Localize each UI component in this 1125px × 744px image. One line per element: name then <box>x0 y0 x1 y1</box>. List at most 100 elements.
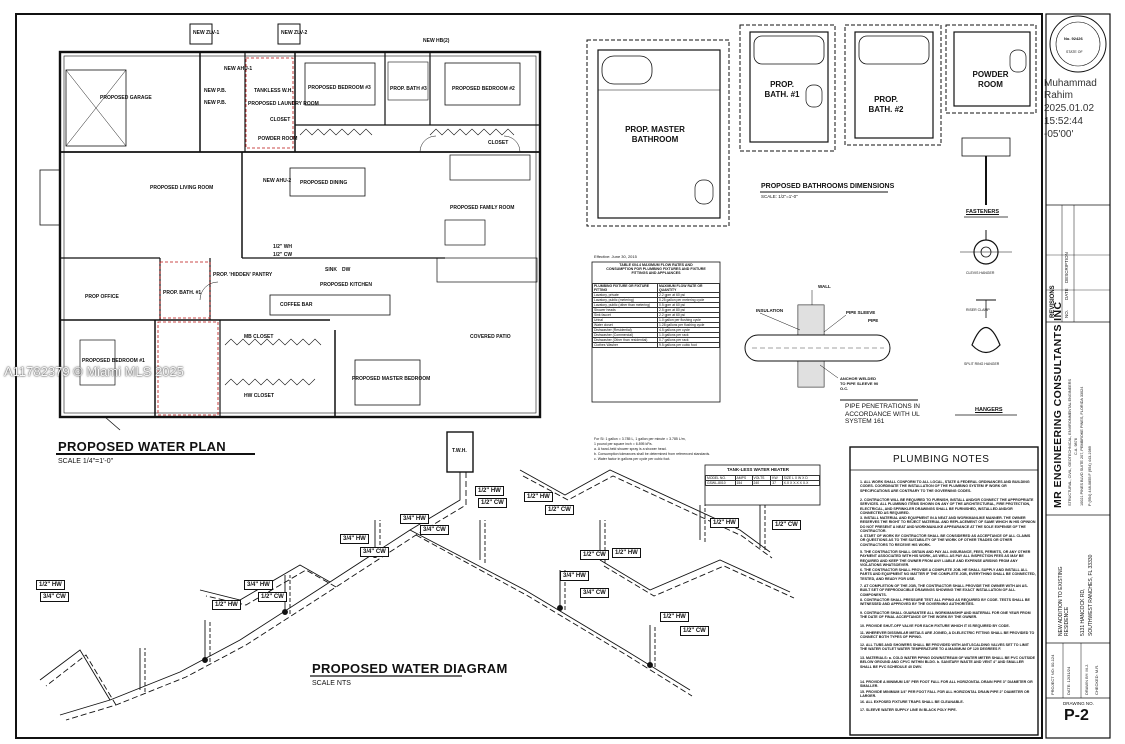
table-footnote: 1 pound per square inch = 6.895 kPa. <box>594 442 653 446</box>
tankless-cell: 37 <box>770 480 783 486</box>
pen-note: PIPE PENETRATIONS IN ACCORDANCE WITH UL … <box>845 403 921 425</box>
fixture-label: COFFEE BAR <box>280 302 313 308</box>
note-item: 5. THE CONTRACTOR SHALL OBTAIN AND PAY A… <box>860 550 1031 567</box>
tankless-cell: GSWL-8010 <box>705 480 736 486</box>
pipe-label: 3/4" HW <box>340 534 369 544</box>
room-label: MB CLOSET <box>244 334 274 340</box>
table-footnote: b. Consumption tolerances shall be deter… <box>594 452 711 456</box>
note-item: 14. PROVIDE A MINIMUM 1/8" PER FOOT FALL… <box>860 680 1033 689</box>
fixture-label: 1/2" WH <box>273 244 293 250</box>
pipe-label: 3/4" CW <box>360 547 389 557</box>
project-date: DATE: 12/31/24 <box>1066 666 1071 695</box>
pen-label: PIPE SLEEVE <box>846 310 876 315</box>
bath-label: PROP. MASTER BATHROOM <box>625 125 685 144</box>
room-label: PROP. BATH. #1 <box>163 290 202 296</box>
firm-ca: C.A. 9876 <box>1074 438 1078 455</box>
table-footnote: c. Water factor in gallons per cycle per… <box>594 457 671 461</box>
pipe-label: 1/2" HW <box>524 492 553 502</box>
note-item: 7. AT COMPLETION OF THE JOB, THE CONTRAC… <box>860 584 1028 597</box>
signature-date: 2025.01.02 <box>1044 103 1095 114</box>
room-label: HW CLOSET <box>244 393 274 399</box>
signature-time: 15:52:44 <box>1044 116 1083 127</box>
pipe-label: 3/4" HW <box>400 514 429 524</box>
room-label: PROPOSED FAMILY ROOM <box>450 205 515 211</box>
seal-state: STATE OF <box>1066 50 1083 54</box>
table-header-row: PLUMBING FIXTURE OR FIXTURE FITTING MAXI… <box>592 283 720 293</box>
room-label: PROP. BATH #3 <box>390 86 427 92</box>
drawing-no-label: DRAWING NO. <box>1063 701 1094 706</box>
fixture-label: NEW P.B. <box>204 88 227 94</box>
bathroom-plans <box>586 24 1037 227</box>
room-label: POWDER ROOM <box>258 136 298 142</box>
room-label: PROP. 'HIDDEN' PANTRY <box>213 272 273 278</box>
checked-by: CHECKED: M.R. <box>1094 664 1099 695</box>
room-label: PROP OFFICE <box>85 294 119 300</box>
room-label: CLOSET <box>488 140 509 146</box>
bathrooms-scale: SCALE: 1/2"=1'-0" <box>761 194 798 199</box>
table-header-cell: MAXIMUM FLOW RATE OR QUANTITY <box>657 283 720 293</box>
heater-label: T.W.H. <box>452 448 467 454</box>
pen-label: INSULATION <box>756 308 784 313</box>
fixture-label: TANKLESS W.H. <box>254 88 293 94</box>
note-item: 10. PROVIDE SHUT-OFF VALVE FOR EACH FIXT… <box>860 624 1010 628</box>
room-label: PROPOSED MASTER BEDROOM <box>352 376 431 382</box>
rev-date: DATE <box>1064 288 1069 300</box>
firm-sub: STRUCTURAL, CIVIL, GEOTECHNICAL, ENVIRON… <box>1068 378 1072 506</box>
room-label: PROPOSED BEDROOM #1 <box>82 358 145 364</box>
bath-label: PROP. BATH. #1 <box>764 80 800 99</box>
pipe-label: 1/2" CW <box>772 520 801 530</box>
room-label: PROPOSED DINING <box>300 180 348 186</box>
fixture-label: NEW AHU-2 <box>263 178 292 184</box>
tankless-cell: X.X X X.X X X.X <box>781 480 821 486</box>
hanger-details <box>955 137 1017 416</box>
room-label: PROPOSED BEDROOM #3 <box>308 85 371 91</box>
fixture-label: 1/2" CW <box>273 252 293 258</box>
water-diagram-piping <box>39 431 795 721</box>
table-cell: 9.5 gallons per cubic foot <box>657 342 720 348</box>
tankless-table: MODEL NO. AMPS VOLTS KW SIZE L X W X D G… <box>705 475 821 486</box>
note-item: 12. ALL TUBS AND SHOWERS SHALL BE PROVID… <box>860 643 1029 652</box>
note-item: 13. MATERIALS: a. COLD WATER PIPING DOWN… <box>860 656 1036 669</box>
table-heading: TABLE 604.4 MAXIMUM FLOW RATES AND CONSU… <box>606 263 706 276</box>
firm-phone: P (954) 448-0855 F (954) 443-1989 <box>1088 446 1092 506</box>
table-cell: Lavatory, public (other than metering) <box>592 302 658 308</box>
pipe-label: 1/2" HW <box>475 486 504 496</box>
note-item: 6. THE CONTRACTOR SHALL PROVIDE A COMPLE… <box>860 568 1036 581</box>
signature-offset: -05'00' <box>1044 129 1074 140</box>
fixture-table: PLUMBING FIXTURE OR FIXTURE FITTING MAXI… <box>592 283 720 348</box>
room-label: COVERED PATIO <box>470 334 511 340</box>
pipe-label: 3/4" CW <box>580 588 609 598</box>
pipe-label: 3/4" HW <box>560 571 589 581</box>
note-item: 16. ALL EXPOSED FIXTURE TRAPS SHALL BE C… <box>860 700 964 704</box>
pipe-label: 1/2" HW <box>36 580 65 590</box>
title-block-lines <box>1046 15 1110 699</box>
water-plan-title: PROPOSED WATER PLAN <box>58 439 226 454</box>
notes-title: PLUMBING NOTES <box>893 454 990 465</box>
room-label: PROPOSED GARAGE <box>100 95 152 101</box>
note-item: 9. CONTRACTOR SHALL GUARANTEE ALL WORKMA… <box>860 611 1031 620</box>
water-diagram-scale: SCALE NTS <box>312 680 351 687</box>
rev-no: NO. <box>1064 309 1069 318</box>
note-item: 11. WHEREVER DISSIMILAR METALS ARE JOINE… <box>860 631 1035 640</box>
site-address-1: 5131 HANCOCK RD, <box>1080 588 1086 636</box>
hanger-caption: RISER CLAMP <box>966 308 990 312</box>
table-header-cell: PLUMBING FIXTURE OR FIXTURE FITTING <box>592 283 658 293</box>
hangers-title: HANGERS <box>975 407 1003 413</box>
fixture-label: PROPOSED LAUNDRY ROOM <box>248 101 319 107</box>
fixture-label: DW <box>342 267 351 273</box>
project-name: NEW ADDITION TO EXISTING RESIDENCE <box>1058 566 1070 636</box>
tankless-cell: 154 <box>734 480 753 486</box>
site-address-2: SOUTHWEST RANCHES, FL 33330 <box>1088 554 1094 636</box>
fixture-label: NEW ZLV-1 <box>193 30 220 36</box>
penetration-detail <box>744 290 918 401</box>
bathrooms-title: PROPOSED BATHROOMS DIMENSIONS <box>761 183 895 190</box>
pipe-label: 3/4" CW <box>420 525 449 535</box>
room-label: PROPOSED KITCHEN <box>320 282 372 288</box>
floor-plan <box>39 23 542 431</box>
pipe-label: 1/2" CW <box>580 550 609 560</box>
hanger-caption: CLEVIS HANGER <box>966 271 995 275</box>
pipe-label: 1/2" CW <box>478 498 507 508</box>
